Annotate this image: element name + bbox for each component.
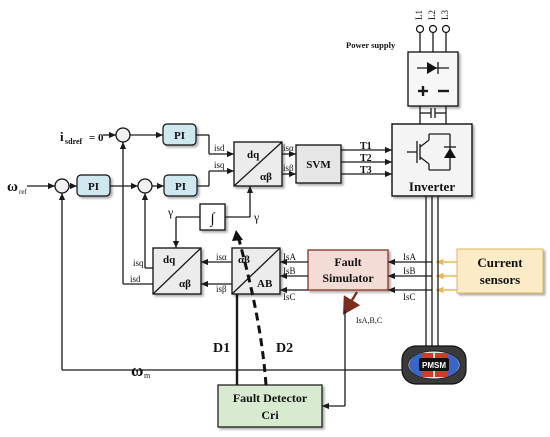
pi-controller-speed: PI [76, 174, 111, 197]
abc-to-alphabeta-transform: αβ AB [231, 247, 281, 295]
dq-label-bottom: dq [163, 254, 176, 266]
omega-m-symbol: ω [131, 361, 143, 380]
pi-label-speed: PI [88, 181, 99, 193]
d2-label: D2 [276, 341, 293, 356]
dq-label-top: dq [247, 149, 260, 161]
diode-icon [417, 62, 449, 74]
current-sensors-block: Current sensors [456, 248, 544, 294]
terminal-l2 [428, 24, 438, 52]
is-alpha-label-bottom: isα [216, 252, 227, 262]
isc-label-right: IsC [403, 292, 416, 302]
fault-detector-label-1: Fault Detector [233, 391, 308, 405]
pi-controller-d: PI [162, 123, 197, 146]
inverter-block: Inverter [391, 123, 473, 197]
phase-label-l1: L1 [414, 10, 424, 20]
pi-label-d: PI [174, 130, 185, 142]
alphabeta-label-top: αβ [260, 171, 272, 183]
power-supply-label: Power supply [346, 40, 396, 50]
phase-label-l2: L2 [427, 10, 437, 20]
isabc-label: IsA,B,C [356, 316, 382, 325]
t2-label: T2 [360, 153, 372, 164]
isb-label-left: IsB [283, 266, 296, 276]
fault-injection-arrow [342, 291, 361, 315]
alphabeta-label-clarke: αβ [238, 254, 250, 266]
is-beta-label-bottom: isβ [216, 284, 227, 294]
isb-label-right: IsB [403, 266, 416, 276]
inverter-label: Inverter [409, 179, 455, 194]
t1-label: T1 [360, 141, 372, 152]
isa-label-left: IsA [283, 252, 296, 262]
fault-detector-block: Fault Detector Cri [217, 384, 323, 428]
pmsm-label: PMSM [422, 361, 446, 370]
isq-label-feedback: isq [133, 258, 144, 268]
motor-cable [425, 196, 439, 352]
power-supply-block: L1 L2 L3 Power supply [346, 10, 459, 124]
is-beta-label-top: isβ [283, 163, 294, 173]
phase-label-l3: L3 [440, 10, 450, 20]
gamma-label-right: γ [253, 210, 260, 224]
isdref-value: = 0 [89, 132, 104, 144]
rectifier-box [407, 51, 459, 107]
integrator-block: ∫ [199, 203, 226, 231]
isd-label-top: isd [214, 143, 225, 153]
pi-label-q: PI [175, 181, 186, 193]
gamma-label-left: γ [167, 205, 174, 219]
pi-controller-q: PI [163, 174, 198, 197]
isa-label-right: IsA [403, 252, 416, 262]
omega-m-subscript: m [144, 371, 151, 380]
terminal-l1 [415, 24, 425, 52]
isq-label-top: isq [214, 160, 225, 170]
t3-label: T3 [360, 165, 372, 176]
dc-link-capacitor-icon [420, 108, 446, 118]
d-current-summing-junction [115, 127, 131, 143]
omega-ref-symbol: ω [7, 179, 18, 195]
dc-plus-icon [418, 86, 428, 96]
omega-ref-subscript: ref [19, 188, 27, 196]
d1-label: D1 [213, 341, 230, 356]
omega-m-label: ω m [131, 361, 151, 380]
isdref-symbol: i [60, 129, 64, 144]
current-sensors-label-1: Current [477, 255, 523, 270]
pmsm-motor: PMSM [401, 345, 467, 385]
omega-ref-label: ω ref [7, 179, 27, 196]
fault-simulator-block: Fault Simulator [307, 249, 389, 291]
integral-symbol: ∫ [209, 211, 216, 227]
svm-label: SVM [306, 159, 331, 171]
isdref-label: i sdref = 0 [60, 129, 104, 146]
alphabeta-to-dq-transform: dq αβ [152, 247, 202, 295]
fault-simulator-label-2: Simulator [322, 271, 374, 285]
fault-detector-label-2: Cri [261, 408, 279, 422]
isd-label-feedback: isd [130, 274, 141, 284]
is-alpha-label-top: isα [283, 143, 294, 153]
switch-d2-dashed-line [236, 235, 268, 386]
alphabeta-label-bottom: αβ [179, 278, 191, 290]
isdref-subscript: sdref [65, 137, 83, 146]
dq-to-alphabeta-transform: dq αβ [233, 141, 283, 187]
current-sensors-label-2: sensors [480, 272, 520, 287]
speed-summing-junction [54, 178, 70, 194]
q-current-summing-junction [137, 178, 153, 194]
ab-label: AB [257, 278, 273, 290]
fault-simulator-label-1: Fault [334, 255, 361, 269]
igbt-icon [407, 133, 456, 171]
terminal-l3 [441, 24, 451, 52]
isc-label-left: IsC [283, 292, 296, 302]
svm-block: SVM [295, 144, 342, 184]
